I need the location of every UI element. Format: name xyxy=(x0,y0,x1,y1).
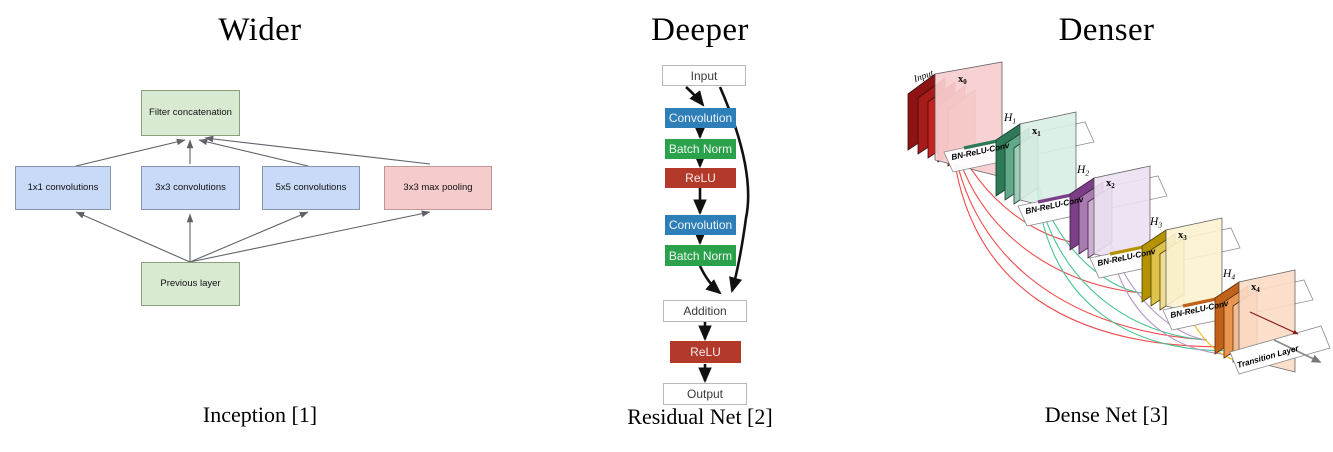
densenet-block-1 xyxy=(943,111,1095,215)
densenet-label-h3: H3 xyxy=(1149,216,1162,230)
panel-resnet: Deeper Input Convolution Batch Norm ReL xyxy=(520,0,880,452)
inception-edges xyxy=(75,135,431,263)
inception-node-3x3-conv[interactable]: 3x3 convolutions xyxy=(141,166,240,210)
resnet-node-relu-1[interactable]: ReLU xyxy=(665,168,736,188)
densenet-label-x0: x0 xyxy=(958,74,967,86)
resnet-node-input-label: Input xyxy=(690,68,718,83)
resnet-node-batch-norm-2[interactable]: Batch Norm xyxy=(665,245,736,266)
inception-node-5x5-conv-label: 5x5 convolutions xyxy=(275,182,347,193)
resnet-node-batch-norm-2-label: Batch Norm xyxy=(668,248,733,263)
densenet-transition-layer xyxy=(1229,311,1331,375)
inception-node-filter-concatenation-label: Filter concatenation xyxy=(149,107,232,118)
inception-node-1x1-conv-label: 1x1 convolutions xyxy=(27,182,99,193)
densenet-diagram: Input x0 x1 x2 x3 x4 H1 H2 H3 H4 BN-ReLU… xyxy=(907,61,1331,375)
densenet-label-h4: H4 xyxy=(1222,268,1235,282)
resnet-node-convolution-1-label: Convolution xyxy=(668,111,733,125)
panel-title-deeper: Deeper xyxy=(651,12,749,48)
resnet-node-convolution-2-label: Convolution xyxy=(668,218,733,232)
inception-node-3x3-max-pooling[interactable]: 3x3 max pooling xyxy=(384,166,492,210)
resnet-node-relu-2[interactable]: ReLU xyxy=(670,341,741,363)
panel-title-denser: Denser xyxy=(1058,12,1155,48)
densenet-label-x1: x1 xyxy=(1032,126,1041,138)
inception-node-3x3-conv-label: 3x3 convolutions xyxy=(155,182,226,193)
densenet-label-x3: x3 xyxy=(1178,230,1187,242)
panel-densenet: Denser xyxy=(880,0,1333,452)
densenet-label-h1: H1 xyxy=(1003,112,1016,126)
resnet-node-batch-norm-1-label: Batch Norm xyxy=(668,142,733,156)
densenet-block-2 xyxy=(1017,165,1168,269)
inception-node-previous-layer-label: Previous layer xyxy=(160,278,221,289)
inception-node-3x3-max-pooling-label: 3x3 max pooling xyxy=(403,182,473,193)
panel-caption-densenet: Dense Net [3] xyxy=(1044,402,1169,427)
resnet-node-addition[interactable]: Addition xyxy=(663,300,747,322)
resnet-node-convolution-2[interactable]: Convolution xyxy=(665,215,736,235)
resnet-node-output[interactable]: Output xyxy=(663,383,747,405)
resnet-node-addition-label: Addition xyxy=(683,304,727,318)
densenet-label-x2: x2 xyxy=(1106,178,1115,190)
inception-node-previous-layer[interactable]: Previous layer xyxy=(141,262,240,306)
resnet-node-relu-2-label: ReLU xyxy=(690,345,721,359)
inception-node-1x1-conv[interactable]: 1x1 convolutions xyxy=(15,166,111,210)
panel-title-wider: Wider xyxy=(218,12,302,48)
panel-caption-resnet: Residual Net [2] xyxy=(627,404,773,429)
densenet-block-3 xyxy=(1089,217,1241,321)
panel-inception: Wider Filter concatenation 1x1 convoluti… xyxy=(0,0,520,452)
panel-caption-inception: Inception [1] xyxy=(202,402,318,427)
densenet-label-x4: x4 xyxy=(1251,282,1260,294)
resnet-node-convolution-1[interactable]: Convolution xyxy=(665,108,736,128)
inception-node-filter-concatenation[interactable]: Filter concatenation xyxy=(141,90,240,136)
resnet-node-relu-1-label: ReLU xyxy=(685,171,716,185)
resnet-node-batch-norm-1[interactable]: Batch Norm xyxy=(665,139,736,159)
resnet-node-input[interactable]: Input xyxy=(662,65,746,86)
densenet-label-h2: H2 xyxy=(1076,164,1089,178)
resnet-node-output-label: Output xyxy=(686,387,724,401)
inception-node-5x5-conv[interactable]: 5x5 convolutions xyxy=(262,166,360,210)
resnet-edges xyxy=(685,86,750,384)
